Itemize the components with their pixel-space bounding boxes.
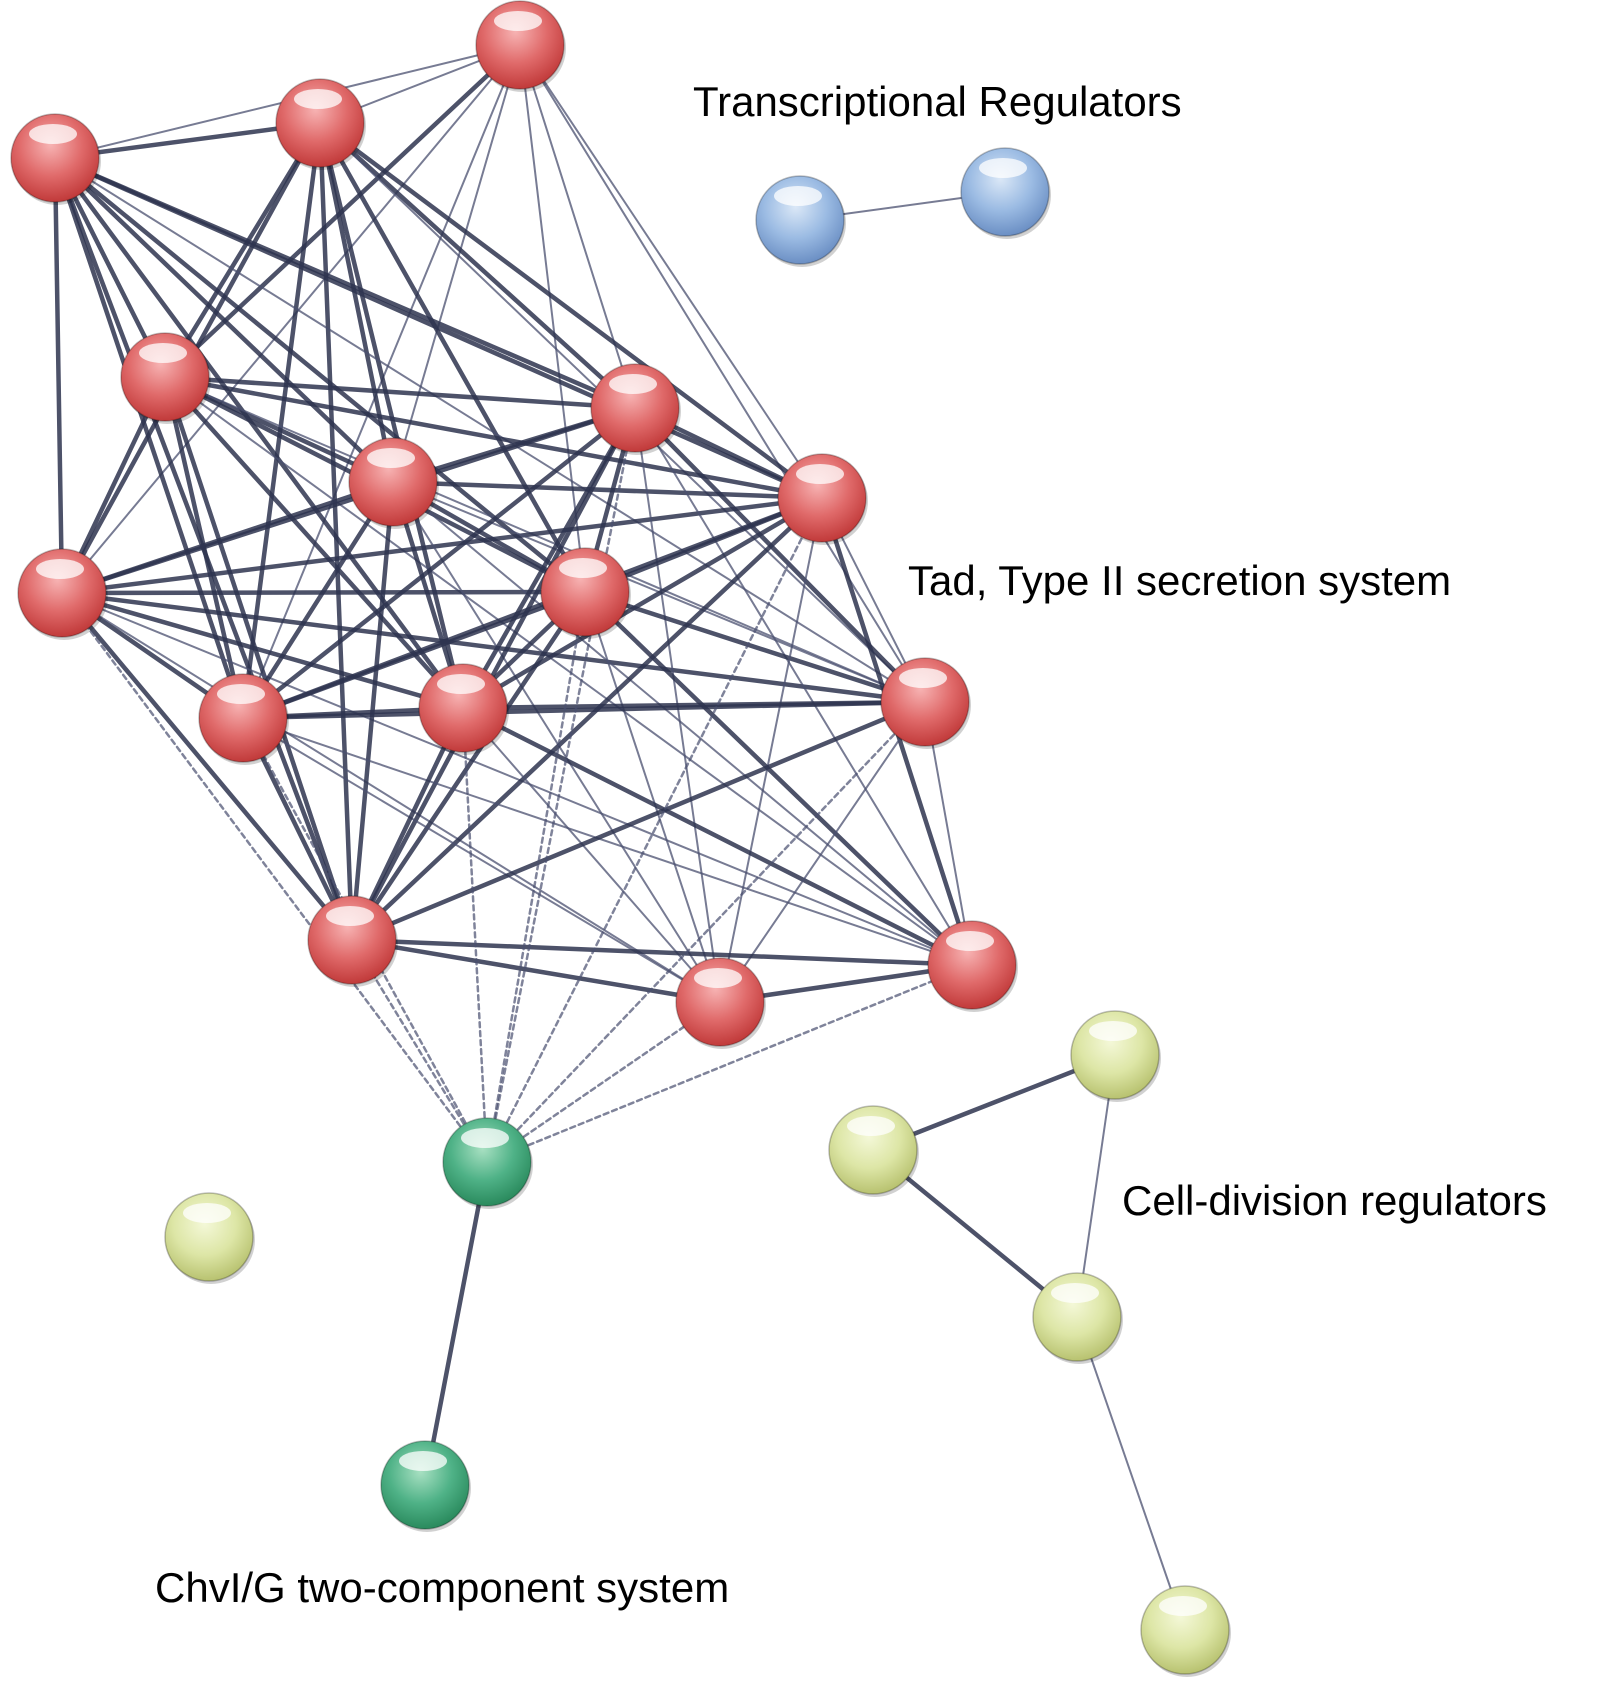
edge-r7-r12 xyxy=(59,590,928,705)
edge-r4-r8 xyxy=(162,374,825,501)
node-r13[interactable] xyxy=(307,895,398,987)
edge-r7-r11 xyxy=(59,590,466,711)
edge-r3-r8 xyxy=(52,155,825,501)
edge-r7-r14 xyxy=(61,592,973,966)
edge-r4-r14 xyxy=(164,376,973,966)
edge-g1-g2 xyxy=(422,1159,490,1488)
node-r7[interactable] xyxy=(17,548,108,640)
edge-g1-r14 xyxy=(485,963,974,1164)
edge-r2-r6 xyxy=(317,120,638,411)
edge-r11-r14 xyxy=(460,705,975,968)
edge-r11-r12 xyxy=(460,699,928,711)
node-r14[interactable] xyxy=(927,920,1018,1012)
node-r9[interactable] xyxy=(540,547,631,639)
edge-g1-r11 xyxy=(461,706,489,1164)
edge-layer xyxy=(52,42,1186,1631)
edge-r9-r13 xyxy=(349,589,588,943)
edge-r8-r13 xyxy=(349,495,825,943)
edge-r6-r13 xyxy=(349,405,638,943)
edge-g1-r15 xyxy=(485,1000,722,1164)
edge-y1-y3 xyxy=(1076,1054,1116,1318)
edge-r6-r10 xyxy=(240,405,638,721)
edge-r10-r15 xyxy=(242,717,721,1003)
edge-r4-r12 xyxy=(164,376,926,703)
node-y2[interactable] xyxy=(828,1105,919,1197)
node-b2[interactable] xyxy=(960,147,1051,239)
edge-r12-r13 xyxy=(349,699,928,943)
node-r6[interactable] xyxy=(590,363,681,455)
node-r8[interactable] xyxy=(777,453,868,545)
edge-r7-r8 xyxy=(59,495,825,596)
edge-r3-r12 xyxy=(54,157,926,703)
node-r1[interactable] xyxy=(475,0,566,92)
edge-r1-r8 xyxy=(519,44,823,499)
node-r15[interactable] xyxy=(675,957,766,1049)
edge-r8-r11 xyxy=(460,495,825,711)
node-r4[interactable] xyxy=(120,332,211,424)
edge-r1-r6 xyxy=(519,44,636,409)
edge-g1-r12 xyxy=(485,700,927,1164)
edge-r2-r9 xyxy=(317,120,588,595)
node-r3[interactable] xyxy=(10,113,101,205)
edge-r5-r14 xyxy=(392,481,973,966)
node-r10[interactable] xyxy=(198,673,289,765)
node-y1[interactable] xyxy=(1070,1010,1161,1102)
node-y0[interactable] xyxy=(164,1192,255,1284)
edge-y3-y4 xyxy=(1076,1316,1186,1631)
edge-r8-r10 xyxy=(240,495,825,721)
label-cell-division-regulators: Cell-division regulators xyxy=(1122,1177,1547,1224)
label-tad-secretion-system: Tad, Type II secretion system xyxy=(908,557,1451,604)
edge-r13-r14 xyxy=(349,937,975,968)
edge-r1-r9 xyxy=(519,44,586,593)
node-g1[interactable] xyxy=(442,1117,533,1209)
node-g2[interactable] xyxy=(380,1440,471,1532)
edge-r3-r10 xyxy=(52,155,246,721)
edge-r9-r15 xyxy=(584,591,721,1003)
edge-r5-r10 xyxy=(240,479,396,721)
node-y4[interactable] xyxy=(1140,1585,1231,1677)
edge-r1-r12 xyxy=(519,44,926,703)
edge-r3-r5 xyxy=(52,155,396,485)
edge-r2-r11 xyxy=(317,120,466,711)
edge-r2-r4 xyxy=(162,120,323,380)
edge-r5-r8 xyxy=(390,479,825,501)
node-layer xyxy=(10,0,1231,1677)
node-b1[interactable] xyxy=(755,175,846,267)
edge-r10-r14 xyxy=(242,717,973,966)
node-r5[interactable] xyxy=(348,437,439,529)
node-r11[interactable] xyxy=(418,663,509,755)
edge-r12-r15 xyxy=(719,701,926,1003)
edge-r2-r8 xyxy=(317,120,825,501)
edge-r2-r3 xyxy=(52,120,323,161)
edge-r9-r12 xyxy=(582,589,928,705)
edge-r7-r13 xyxy=(59,590,355,943)
edge-r7-r15 xyxy=(61,592,721,1003)
edge-r4-r13 xyxy=(162,374,355,943)
edge-g1-r9 xyxy=(485,590,587,1164)
edge-r4-r6 xyxy=(162,374,638,411)
edge-r8-r15 xyxy=(719,497,823,1003)
edge-r9-r14 xyxy=(582,589,975,968)
edge-g1-r6 xyxy=(485,406,637,1164)
edge-r2-r13 xyxy=(317,120,355,943)
edge-g1-r7 xyxy=(60,591,489,1164)
edge-r6-r12 xyxy=(632,405,928,705)
edge-r3-r7 xyxy=(52,155,65,596)
edge-r1-r5 xyxy=(392,44,521,483)
edge-g1-r8 xyxy=(485,496,824,1164)
edge-r5-r15 xyxy=(392,481,721,1003)
edge-r6-r14 xyxy=(634,407,973,966)
edge-r12-r14 xyxy=(924,701,973,966)
node-r2[interactable] xyxy=(275,78,366,170)
edge-r1-r7 xyxy=(61,44,521,594)
edge-r13-r15 xyxy=(349,937,723,1005)
node-r12[interactable] xyxy=(880,657,971,749)
edge-r3-r11 xyxy=(52,155,466,711)
node-y3[interactable] xyxy=(1032,1272,1123,1364)
label-transcriptional-regulators: Transcriptional Regulators xyxy=(693,78,1182,125)
label-chvi-g-system: ChvI/G two-component system xyxy=(155,1564,729,1611)
